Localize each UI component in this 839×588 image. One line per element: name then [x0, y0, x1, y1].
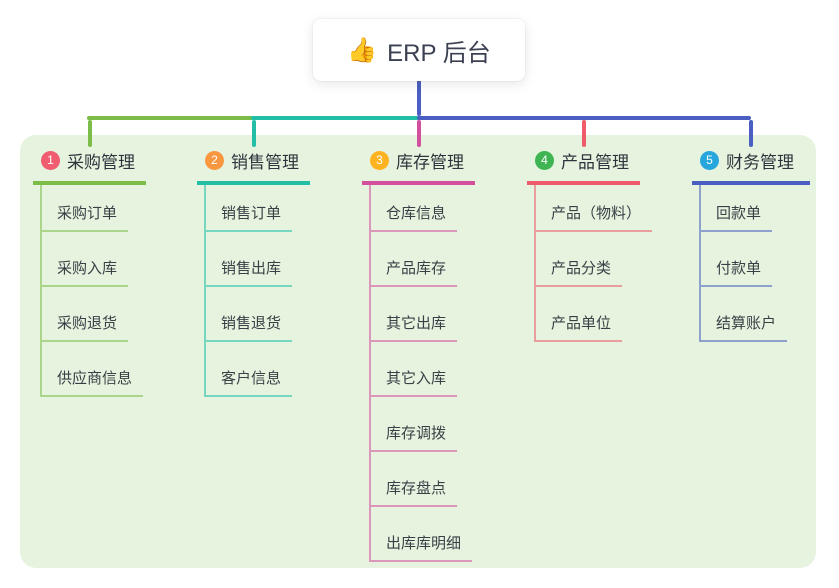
root-stem-line: [417, 80, 421, 116]
child-row: 回款单: [699, 185, 810, 232]
branch-number-badge: 3: [370, 151, 389, 170]
branch-drop-line-5: [749, 120, 753, 147]
child-node[interactable]: 销售订单: [206, 202, 293, 232]
child-node[interactable]: 其它出库: [371, 312, 458, 342]
thumbs-up-icon: 👍: [347, 36, 378, 64]
branch-children: 采购订单采购入库采购退货供应商信息: [40, 185, 146, 397]
root-node-erp[interactable]: 👍 ERP 后台: [313, 19, 525, 81]
branch-node-2[interactable]: 2 销售管理: [197, 146, 310, 185]
branch-node-1[interactable]: 1 采购管理: [33, 146, 146, 185]
child-row: 产品单位: [534, 287, 652, 342]
child-node[interactable]: 产品单位: [536, 312, 623, 342]
child-row: 库存调拨: [369, 397, 475, 452]
child-row: 其它出库: [369, 287, 475, 342]
branch-1: 1 采购管理采购订单采购入库采购退货供应商信息: [33, 146, 146, 397]
branch-5: 5 财务管理回款单付款单结算账户: [692, 146, 810, 342]
child-row: 仓库信息: [369, 185, 475, 232]
branch-label: 采购管理: [67, 153, 135, 172]
branch-label: 库存管理: [396, 153, 464, 172]
child-node[interactable]: 采购退货: [42, 312, 129, 342]
child-row: 销售退货: [204, 287, 310, 342]
branch-number-badge: 2: [205, 151, 224, 170]
branch-label: 财务管理: [726, 153, 794, 172]
child-row: 采购订单: [40, 185, 146, 232]
root-node-label: ERP 后台: [387, 39, 491, 67]
child-node[interactable]: 供应商信息: [42, 367, 144, 397]
branch-number-badge: 1: [41, 151, 60, 170]
child-row: 付款单: [699, 232, 810, 287]
child-node[interactable]: 产品库存: [371, 257, 458, 287]
child-node[interactable]: 回款单: [701, 202, 773, 232]
child-node[interactable]: 采购订单: [42, 202, 129, 232]
branch-drop-line-3: [417, 120, 421, 147]
child-row: 供应商信息: [40, 342, 146, 397]
child-row: 库存盘点: [369, 452, 475, 507]
branch-drop-line-4: [582, 120, 586, 147]
child-row: 产品库存: [369, 232, 475, 287]
branch-label: 产品管理: [561, 153, 629, 172]
branch-number-badge: 4: [535, 151, 554, 170]
child-row: 产品（物料）: [534, 185, 653, 232]
branch-label: 销售管理: [231, 153, 299, 172]
child-node[interactable]: 出库库明细: [371, 532, 473, 562]
child-node[interactable]: 采购入库: [42, 257, 129, 287]
child-row: 产品分类: [534, 232, 652, 287]
bus-segment-green: [87, 116, 253, 120]
child-node[interactable]: 其它入库: [371, 367, 458, 397]
branch-children: 产品（物料） 产品分类产品单位: [534, 185, 653, 342]
branch-3: 3 库存管理仓库信息产品库存其它出库其它入库库存调拨库存盘点出库库明细: [362, 146, 475, 562]
child-node[interactable]: 产品分类: [536, 257, 623, 287]
branch-2: 2 销售管理销售订单销售出库销售退货客户信息: [197, 146, 310, 397]
child-node[interactable]: 销售出库: [206, 257, 293, 287]
child-row: 销售订单: [204, 185, 310, 232]
branch-children: 仓库信息产品库存其它出库其它入库库存调拨库存盘点出库库明细: [369, 185, 475, 562]
child-node[interactable]: 产品（物料）: [536, 202, 653, 232]
child-node[interactable]: 结算账户: [701, 312, 788, 342]
child-node[interactable]: 仓库信息: [371, 202, 458, 232]
child-row: 出库库明细: [369, 507, 475, 562]
bus-segment-teal: [251, 116, 419, 120]
branch-drop-line-2: [252, 120, 256, 147]
branch-children: 销售订单销售出库销售退货客户信息: [204, 185, 310, 397]
branch-children: 回款单付款单结算账户: [699, 185, 810, 342]
branch-number-badge: 5: [700, 151, 719, 170]
child-node[interactable]: 库存调拨: [371, 422, 458, 452]
bus-segment-blue: [417, 116, 751, 120]
child-row: 采购退货: [40, 287, 146, 342]
child-row: 销售出库: [204, 232, 310, 287]
branch-node-5[interactable]: 5 财务管理: [692, 146, 810, 185]
branch-node-3[interactable]: 3 库存管理: [362, 146, 475, 185]
child-node[interactable]: 库存盘点: [371, 477, 458, 507]
branch-drop-line-1: [88, 120, 92, 147]
child-row: 采购入库: [40, 232, 146, 287]
child-node[interactable]: 付款单: [701, 257, 773, 287]
child-node[interactable]: 销售退货: [206, 312, 293, 342]
child-row: 客户信息: [204, 342, 310, 397]
mindmap-canvas-panel: [20, 135, 816, 568]
branch-node-4[interactable]: 4 产品管理: [527, 146, 640, 185]
child-row: 结算账户: [699, 287, 810, 342]
branch-4: 4 产品管理产品（物料） 产品分类产品单位: [527, 146, 653, 342]
child-row: 其它入库: [369, 342, 475, 397]
child-node[interactable]: 客户信息: [206, 367, 293, 397]
